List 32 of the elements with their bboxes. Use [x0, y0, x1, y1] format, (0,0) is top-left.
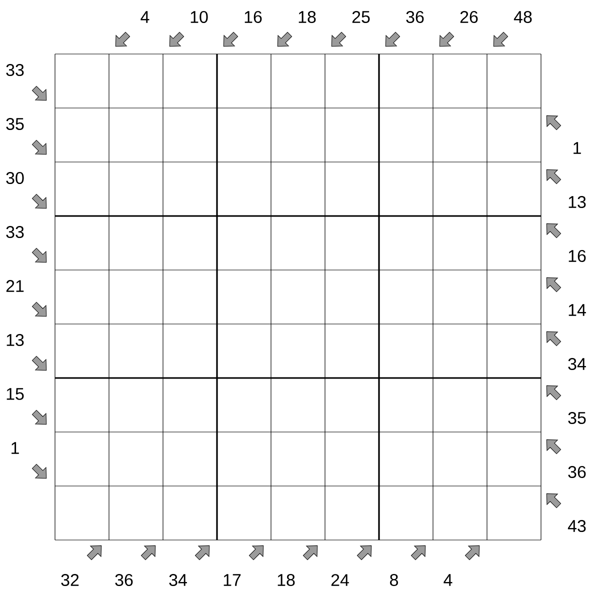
clue-number: 13	[6, 334, 24, 346]
clue-number: 24	[331, 574, 349, 586]
clue-number: 15	[6, 388, 24, 400]
clue-number: 25	[352, 10, 370, 24]
clue-number: 33	[6, 64, 24, 76]
clue-number: 36	[115, 574, 133, 586]
clue-number: 30	[6, 172, 24, 184]
clue-number: 26	[460, 10, 478, 24]
clue-number: 14	[568, 304, 586, 316]
clue-number: 4	[140, 11, 150, 23]
clue-number: 32	[61, 574, 79, 586]
clue-number: 35	[568, 412, 586, 424]
clue-number: 16	[244, 10, 262, 24]
clue-number: 21	[6, 280, 24, 292]
clue-number: 35	[6, 118, 24, 130]
clue-number: 33	[6, 226, 24, 238]
clue-number: 10	[190, 10, 208, 24]
clue-number: 18	[298, 10, 316, 24]
clue-number: 16	[568, 250, 586, 262]
clue-number: 18	[278, 574, 295, 586]
clue-number: 48	[514, 10, 532, 24]
clue-number: 34	[169, 574, 187, 586]
clue-number: 8	[390, 574, 398, 586]
clue-number: 36	[406, 10, 424, 24]
clue-number: 36	[568, 466, 586, 478]
clue-number: 13	[568, 196, 586, 208]
clue-number: 34	[568, 358, 586, 370]
clue-number: 1	[12, 442, 19, 454]
clue-number: 43	[568, 520, 586, 532]
clue-number: 1	[574, 142, 581, 154]
clue-number: 17	[224, 574, 241, 586]
clue-number: 4	[444, 574, 452, 586]
